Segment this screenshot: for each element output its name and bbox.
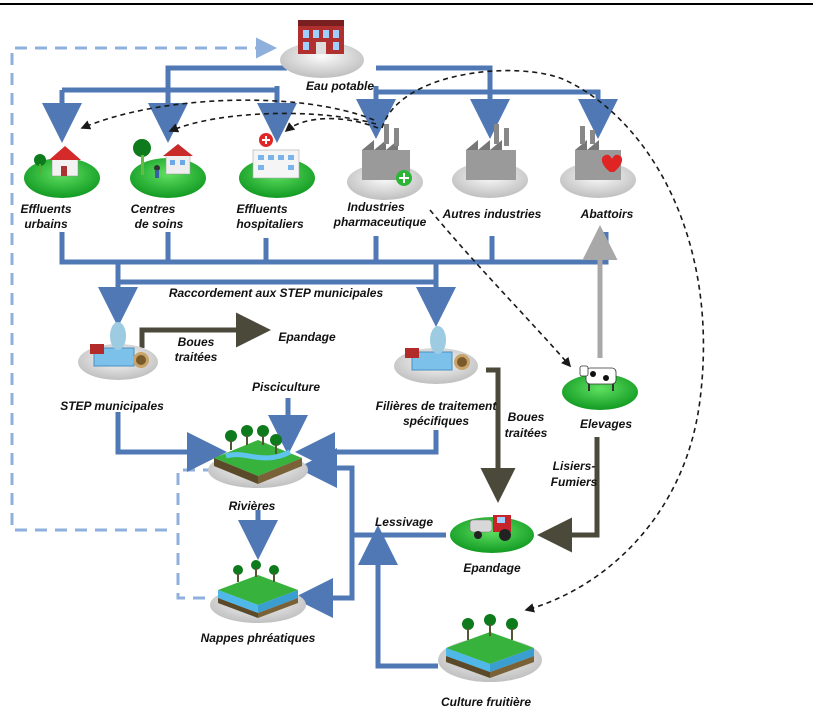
node-culture-fruitiere: Culture fruitière [438,614,542,709]
node-effluents-hospitaliers: Effluents hospitaliers [236,133,315,231]
sludge-edges [139,312,600,553]
label-lisiers-1: Lisiers- [553,459,596,473]
label-boues-traitees-2b: traitées [505,426,548,440]
factory-icon [466,124,516,180]
factory-icon [362,124,412,186]
node-abattoirs: Abattoirs [560,126,636,221]
river-edges [115,398,446,669]
cow-icon [579,365,617,391]
aquifer-icon [218,560,298,618]
label-pisciculture: Pisciculture [252,380,320,394]
treatment-plant-icon [90,322,149,368]
tractor-icon [469,515,511,541]
label-centres-soins-1: Centres [131,202,176,216]
label-boues-traitees-1b: traitées [175,350,218,364]
label-rivieres: Rivières [229,499,276,513]
river-icon [214,425,302,484]
label-centres-soins-2: de soins [135,217,184,231]
label-step-municipales: STEP municipales [60,399,164,413]
label-boues-traitees-2a: Boues [508,410,545,424]
pharma-dispersion-edges [80,69,705,613]
label-filieres-1: Filières de traitement [376,399,498,413]
label-epandage-node: Epandage [463,561,521,575]
node-autres-industries: Autres industries [442,124,542,221]
label-raccordement: Raccordement aux STEP municipales [169,286,384,300]
node-rivieres: Rivières [208,425,308,513]
label-eau-potable: Eau potable [306,79,374,93]
node-effluents-urbains: Effluents urbains [20,146,100,231]
label-lisiers-2: Fumiers [551,475,598,489]
node-industries-pharmaceutique: Industries pharmaceutique [333,124,427,229]
node-step-municipales: STEP municipales [60,322,164,413]
node-eau-potable: Eau potable [280,20,374,93]
node-nappes: Nappes phréatiques [201,560,316,645]
dashed-nappes-loop [176,468,215,600]
house-icon [34,146,81,177]
label-effluents-hospitaliers-2: hospitaliers [236,217,304,231]
label-boues-traitees-1a: Boues [178,335,215,349]
factory-heart-icon [575,126,623,180]
top-rule [0,3,813,5]
node-filieres: Filières de traitement spécifiques [376,326,498,428]
label-abattoirs: Abattoirs [580,207,634,221]
label-epandage-text: Epandage [278,330,336,344]
label-autres-industries: Autres industries [442,207,542,221]
label-culture-fruitiere: Culture fruitière [441,695,531,709]
building-icon [298,20,344,54]
node-centres-soins: Centres de soins [130,139,206,231]
label-nappes: Nappes phréatiques [201,631,316,645]
label-filieres-2: spécifiques [403,414,469,428]
hospital-icon [252,133,300,179]
dashed-return-loop [10,37,277,532]
water-distribution-edges [42,65,618,143]
orchard-icon [446,614,534,678]
treatment-plant-icon [405,326,470,371]
label-effluents-urbains-2: urbains [24,217,68,231]
label-elevages: Elevages [580,417,632,431]
label-effluents-hospitaliers-1: Effluents [236,202,287,216]
label-industries-pharma-1: Industries [347,200,405,214]
label-effluents-urbains-1: Effluents [20,202,71,216]
collector-edges [59,232,609,327]
node-epandage: Epandage [450,515,534,575]
clinic-icon [133,139,193,178]
label-industries-pharma-2: pharmaceutique [333,215,427,229]
node-elevages: Elevages [562,365,638,431]
label-lessivage: Lessivage [375,515,433,529]
